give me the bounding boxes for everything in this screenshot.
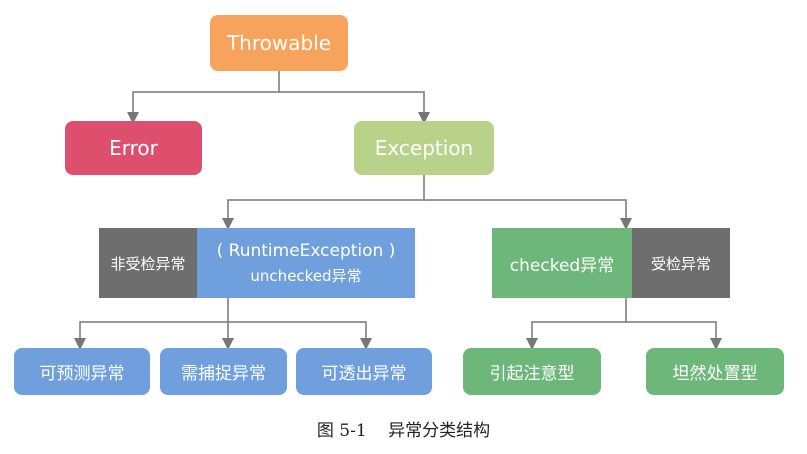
- leaf-attention: 引起注意型: [463, 348, 601, 395]
- leaf-passthrough-label: 可透出异常: [321, 364, 407, 384]
- node-exception-label: Exception: [374, 136, 474, 160]
- leaf-calm: 坦然处置型: [646, 348, 784, 395]
- arrow-exception-unchecked: [222, 175, 425, 230]
- leaf-predictable-label: 可预测异常: [39, 364, 125, 384]
- leaf-calm-label: 坦然处置型: [672, 364, 758, 384]
- arrow-checked-calm: [626, 321, 722, 350]
- node-exception: Exception: [354, 121, 494, 175]
- figure-number: 图 5-1: [316, 421, 367, 441]
- leaf-must-catch-label: 需捕捉异常: [181, 364, 266, 384]
- arrow-unchecked-passthrough: [228, 321, 372, 350]
- figure-caption: 图 5-1 异常分类结构: [0, 416, 807, 441]
- node-error: Error: [65, 121, 202, 175]
- arrow-throwable-exception: [279, 91, 430, 124]
- node-throwable: Throwable: [210, 15, 348, 71]
- leaf-attention-label: 引起注意型: [489, 364, 575, 384]
- tag-unchecked-label: 非受检异常: [110, 254, 186, 273]
- leaf-predictable: 可预测异常: [14, 348, 150, 395]
- node-checked-exception: checked异常: [492, 228, 632, 298]
- leaf-must-catch: 需捕捉异常: [160, 348, 287, 395]
- arrow-checked-attention: [526, 298, 627, 350]
- figure-title: 异常分类结构: [388, 421, 491, 441]
- node-runtime-sublabel: unchecked异常: [250, 266, 362, 285]
- node-runtime-exception: ( RuntimeException ) unchecked异常: [197, 228, 415, 298]
- tag-unchecked-chinese: 非受检异常: [99, 228, 197, 298]
- arrow-unchecked-predictable: [74, 298, 229, 350]
- node-runtime-label: ( RuntimeException ): [216, 240, 396, 261]
- tag-checked-label: 受检异常: [650, 254, 711, 273]
- arrow-throwable-error: [127, 70, 280, 124]
- tag-checked-chinese: 受检异常: [632, 228, 730, 298]
- arrow-exception-checked: [424, 199, 632, 230]
- node-throwable-label: Throwable: [226, 31, 332, 55]
- node-error-label: Error: [109, 136, 158, 160]
- node-checked-label: checked异常: [509, 255, 615, 276]
- leaf-passthrough: 可透出异常: [296, 348, 432, 395]
